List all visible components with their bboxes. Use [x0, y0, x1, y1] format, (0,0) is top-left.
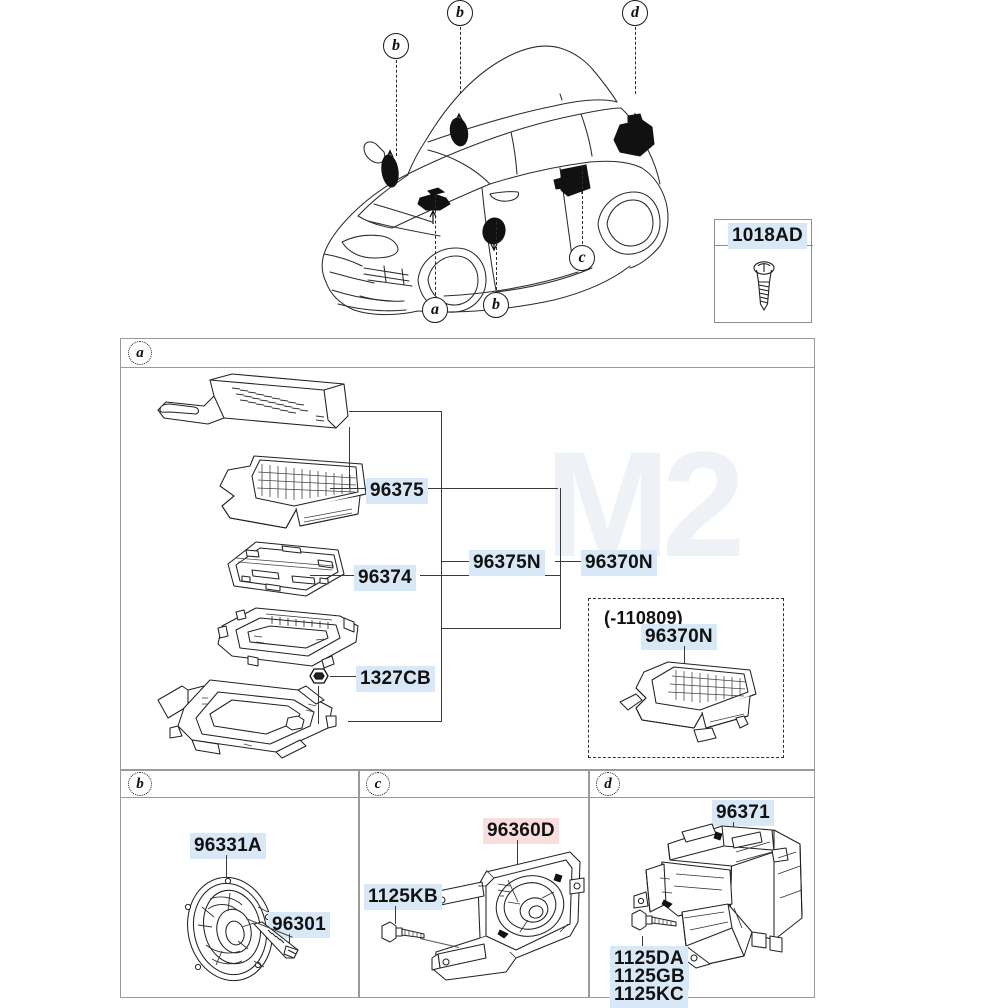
leader-heatsink-stub [330, 488, 352, 490]
part-label-96301[interactable]: 96301 [268, 912, 330, 938]
panel-a-amplifier [120, 338, 815, 770]
callout-bubble-b1[interactable]: b [383, 33, 409, 59]
callout-leader-c [582, 166, 583, 244]
callout-leader-a [435, 195, 436, 295]
bolt-1125-icon [628, 908, 684, 938]
leader-1327CB [330, 676, 356, 678]
leader-96375N-left [441, 561, 469, 563]
panel-divider-cd [588, 770, 590, 998]
part-label-1018AD[interactable]: 1018AD [728, 223, 807, 249]
leader-cover-to-trunk [349, 411, 442, 413]
callout-leader-b3 [496, 222, 497, 290]
leader-trunk-mid [560, 488, 562, 628]
rear-speaker-housing-art [624, 808, 814, 978]
inset-leader [684, 646, 686, 668]
part-label-96370N[interactable]: 96370N [581, 550, 657, 576]
part-label-96371[interactable]: 96371 [712, 800, 774, 826]
nut-icon-1327CB [308, 666, 330, 686]
amp-pcb-art [222, 540, 362, 602]
panel-a-tab-letter: a [128, 341, 152, 365]
part-label-96331A[interactable]: 96331A [190, 833, 266, 859]
callout-bubble-b2[interactable]: b [447, 0, 473, 26]
panel-d-tab-letter: d [596, 772, 620, 796]
callout-leader-d [635, 22, 636, 94]
inset-part-label-96370N[interactable]: 96370N [641, 624, 717, 650]
leader-96374-left [310, 575, 354, 577]
callout-leader-b1 [396, 60, 397, 156]
bolt-1125KB-icon [378, 920, 430, 950]
leader-96331A [226, 855, 228, 889]
screw-icon [744, 258, 784, 314]
amp-frame-art [212, 604, 372, 676]
leader-bracket-to-trunk [348, 721, 442, 723]
panels-bcd-header [120, 770, 815, 798]
panel-b-tab-letter: b [128, 772, 152, 796]
panel-a-header [120, 338, 815, 368]
door-speaker-art [172, 873, 292, 985]
amp-heatsink-art [200, 452, 390, 542]
screw-96301-icon [252, 920, 308, 964]
callout-bubble-d[interactable]: d [622, 0, 648, 26]
part-label-96375N[interactable]: 96375N [469, 550, 545, 576]
part-label-1125KB[interactable]: 1125KB [364, 884, 442, 910]
part-label-96374[interactable]: 96374 [354, 565, 416, 591]
part-label-96360D[interactable]: 96360D [483, 818, 559, 844]
production-date-inset [588, 598, 784, 758]
leader-cover-drop [349, 427, 351, 489]
callout-bubble-b3[interactable]: b [483, 292, 509, 318]
leader-trunk-left [441, 411, 443, 721]
amp-bracket-art [148, 670, 348, 760]
leader-96360D [517, 840, 519, 870]
part-label-1125KC[interactable]: 1125KC [610, 982, 688, 1008]
panel-divider-bc [358, 770, 360, 998]
speaker-bracket-art [420, 840, 588, 986]
leader-96375-right [418, 488, 558, 490]
panels-bcd-frame [120, 770, 815, 998]
callout-bubble-a[interactable]: a [422, 297, 448, 323]
inset-date-note: (-110809) [604, 608, 683, 628]
inset-amplifier-art [606, 658, 770, 750]
leader-frame-to-midtrunk [441, 628, 561, 630]
nut-stem-line [318, 686, 320, 724]
leader-96375N-right [555, 561, 581, 563]
callout-bubble-c[interactable]: c [569, 245, 595, 271]
panel-c-tab-letter: c [366, 772, 390, 796]
part-label-1327CB[interactable]: 1327CB [356, 666, 435, 692]
part-label-96375[interactable]: 96375 [366, 478, 428, 504]
vehicle-illustration [268, 28, 688, 323]
leader-1125KB [395, 906, 397, 924]
amp-cover-art [148, 372, 368, 462]
callout-leader-b2 [460, 22, 461, 94]
